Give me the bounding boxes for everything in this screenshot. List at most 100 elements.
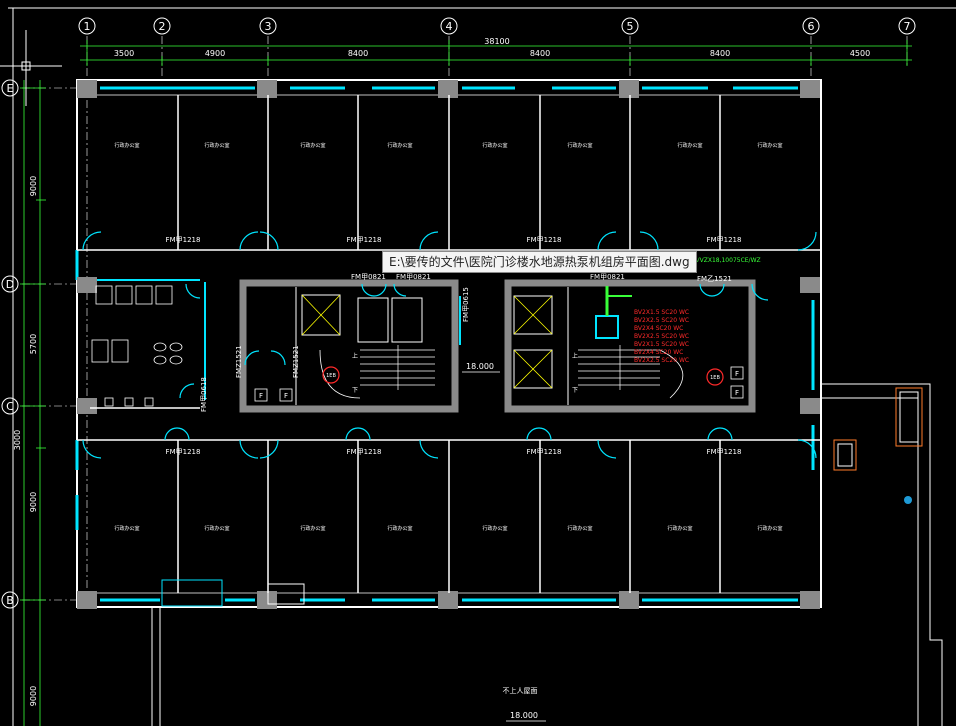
room-label: 行政办公室	[567, 142, 592, 149]
red-note: BV2X4 SC20 WC	[634, 325, 683, 332]
door-tag: FM甲1218	[347, 236, 382, 244]
roof-annex	[151, 383, 943, 726]
dimension-text: 9000	[29, 492, 38, 512]
left-dimension-text: 9000 5700 3000 9000 9000	[13, 176, 38, 706]
hydrant-label: F	[259, 392, 263, 400]
elevation-text: 18.000	[510, 711, 538, 720]
axis-bubbles-top	[78, 17, 916, 35]
hydrant-boxes: F F F F	[254, 366, 744, 402]
door-tag: FM甲1218	[707, 236, 742, 244]
door-tags-top: FM甲1218 FM甲1218 FM甲1218 FM甲1218	[166, 236, 742, 244]
axis-label: 2	[159, 20, 166, 33]
toilet-block	[91, 285, 183, 407]
door-tags-core: FM甲0821 FM甲0821 FM乙1521 FM甲0821 FMZ1521 …	[200, 273, 732, 412]
room-label: 行政办公室	[482, 142, 507, 149]
dimension-text: 8400	[348, 49, 368, 58]
door-tags-bottom: FM甲1218 FM甲1218 FM甲1218 FM甲1218	[166, 448, 742, 456]
room-label: 行政办公室	[114, 525, 139, 532]
axis-label: 6	[808, 20, 815, 33]
dimension-text: 5700	[29, 334, 38, 354]
door-tag: FM甲0821	[351, 273, 386, 281]
axis-label: B	[6, 594, 14, 607]
room-label: 行政办公室	[677, 142, 702, 149]
marker-dot-icon	[904, 496, 912, 504]
stair-mark: 上	[572, 352, 578, 360]
door-tag: FMZ1521	[292, 345, 300, 378]
top-dimension-lines	[80, 40, 912, 66]
room-label: 行政办公室	[114, 142, 139, 149]
axis-label: 7	[904, 20, 911, 33]
dimension-text: 4500	[850, 49, 870, 58]
hydrant-label: F	[735, 370, 739, 378]
door-swings	[82, 231, 817, 459]
stair-tag: 1EB	[326, 373, 336, 379]
top-dimension-text: 38100 3500 4900 8400 8400 8400 4500	[114, 37, 870, 58]
axis-label: 4	[446, 20, 453, 33]
door-tag: FM甲0615	[462, 287, 470, 322]
drawing-border	[8, 7, 956, 726]
axis-labels-left: E D C B	[6, 82, 14, 607]
room-label: 行政办公室	[204, 142, 229, 149]
structural-columns	[77, 80, 820, 609]
door-tag: FM甲1218	[166, 448, 201, 456]
room-label: 行政办公室	[567, 525, 592, 532]
red-note: BV2X2.5 SC20 WC	[634, 317, 689, 324]
room-label: 行政办公室	[667, 525, 692, 532]
dimension-text: 8400	[530, 49, 550, 58]
red-note: BV2X1.5 SC20 WC	[634, 309, 689, 316]
room-label: 行政办公室	[300, 142, 325, 149]
interior-partitions	[77, 95, 821, 593]
stair-marks: 上 下 上 下	[352, 352, 578, 394]
axis-label: 1	[84, 20, 91, 33]
stair-mark: 下	[572, 387, 578, 394]
axis-bubbles-left	[1, 79, 19, 609]
dimension-text: 4900	[205, 49, 225, 58]
door-tag: FM甲0821	[590, 273, 625, 281]
stair-core-right	[504, 279, 756, 413]
file-path-tooltip: E:\要传的文件\医院门诊楼水地源热泵机组房平面图.dwg	[382, 251, 697, 273]
room-labels: 行政办公室 行政办公室 行政办公室 行政办公室 行政办公室 行政办公室 行政办公…	[114, 142, 782, 532]
door-tag: FM甲0618	[200, 377, 208, 412]
door-tag: FM乙1521	[697, 275, 732, 283]
door-tag: FM甲1218	[527, 236, 562, 244]
door-tag: FM甲1218	[707, 448, 742, 456]
elevation-text: 18.000	[466, 362, 494, 371]
stair-mark: 上	[352, 352, 358, 360]
axis-label: D	[6, 278, 14, 291]
room-label: 行政办公室	[482, 525, 507, 532]
elevation-marks: 18.000 18.000	[462, 362, 546, 722]
stair-tag: 1EB	[710, 375, 720, 381]
room-label: 行政办公室	[204, 525, 229, 532]
dimension-text: 3000	[13, 430, 22, 450]
dimension-text: 9000	[29, 176, 38, 196]
room-label: 行政办公室	[387, 142, 412, 149]
room-label: 行政办公室	[387, 525, 412, 532]
door-tag: FM甲1218	[166, 236, 201, 244]
door-tag: FM甲1218	[347, 448, 382, 456]
door-tag: FM甲0821	[396, 273, 431, 281]
room-label: 行政办公室	[300, 525, 325, 532]
red-note: BV2X4 SC20 WC	[634, 349, 683, 356]
red-note: BV2X2.5 SC20 WC	[634, 357, 689, 364]
room-label: 行政办公室	[757, 525, 782, 532]
hydrant-label: F	[735, 389, 739, 397]
stair-mark: 下	[352, 387, 358, 394]
dimension-text: 8400	[710, 49, 730, 58]
stair-tags: 1EB 1EB	[322, 366, 724, 386]
dimension-text: 9000	[29, 686, 38, 706]
red-note: BV2X2.5 SC20 WC	[634, 333, 689, 340]
hydrant-label: F	[284, 392, 288, 400]
axis-labels-top: 1 2 3 4 5 6 7	[84, 20, 911, 33]
dimension-text: 3500	[114, 49, 134, 58]
overall-dimension: 38100	[484, 37, 509, 46]
stair-core-left	[239, 279, 459, 413]
red-electrical-notes: BV2X1.5 SC20 WC BV2X2.5 SC20 WC BV2X4 SC…	[634, 309, 689, 364]
axis-label: C	[6, 400, 14, 413]
axis-label: E	[7, 82, 14, 95]
left-dimension-lines	[20, 80, 46, 726]
crosshair-cursor-icon	[0, 30, 62, 106]
red-note: BV2X1.5 SC20 WC	[634, 341, 689, 348]
door-tag: FM甲1218	[527, 448, 562, 456]
roof-note: 不上人屋面	[503, 686, 538, 695]
